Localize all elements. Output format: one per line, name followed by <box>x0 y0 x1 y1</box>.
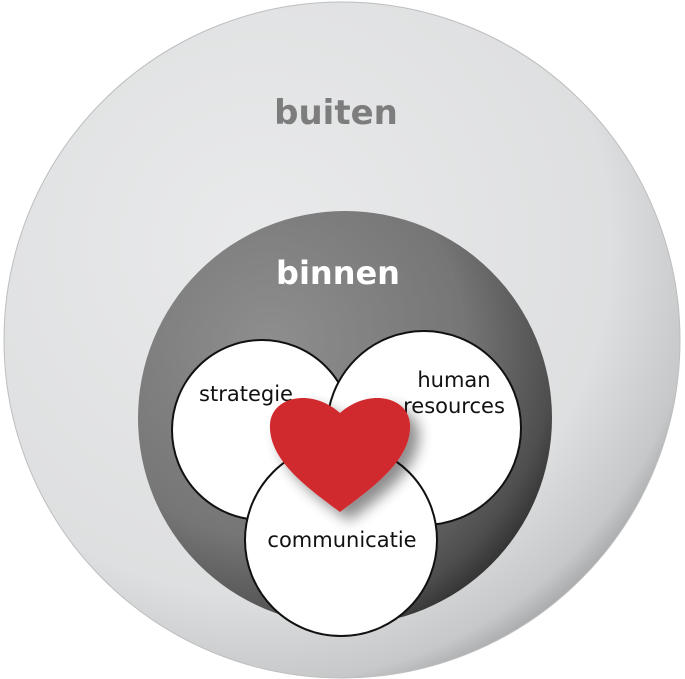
outer-circle-label: buiten <box>274 93 398 133</box>
venn-label-strategy: strategie <box>199 382 293 406</box>
heart-icon <box>269 397 411 512</box>
venn-label-communication: communicatie <box>267 528 416 552</box>
venn-label-hr-line1: human <box>417 368 490 392</box>
venn-label-hr-line2: resources <box>403 394 505 418</box>
inner-circle-label: binnen <box>276 254 400 292</box>
